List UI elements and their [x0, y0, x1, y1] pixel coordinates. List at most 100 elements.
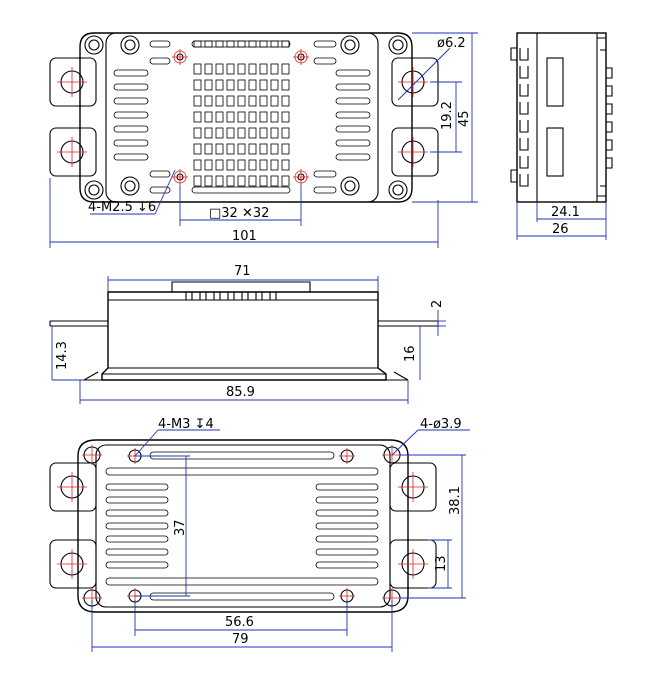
pin: [204, 175, 213, 187]
pin: [259, 63, 268, 75]
pin: [215, 40, 224, 48]
pin: [281, 175, 290, 187]
dim-d26: 26: [552, 222, 569, 237]
pin: [270, 40, 279, 48]
dim-d566: 56.6: [225, 615, 254, 630]
pin: [248, 175, 257, 187]
pin: [193, 159, 202, 171]
dim-d62: ø6.2: [437, 36, 466, 51]
pin: [193, 111, 202, 123]
pin: [226, 63, 235, 75]
pin: [237, 79, 246, 91]
pin: [204, 63, 213, 75]
pin: [193, 63, 202, 75]
pin: [226, 95, 235, 107]
pin: [281, 95, 290, 107]
pin: [259, 159, 268, 171]
pin: [270, 127, 279, 139]
dim-d2: 2: [430, 300, 445, 308]
pin: [215, 175, 224, 187]
pin: [248, 143, 257, 155]
top-dimensions: [49, 32, 478, 248]
pin: [204, 143, 213, 155]
pin: [281, 40, 290, 48]
tapped-holes: [172, 49, 309, 185]
pin: [226, 127, 235, 139]
pin: [193, 175, 202, 187]
dim-d16: 16: [403, 345, 418, 362]
pin: [270, 175, 279, 187]
pin: [237, 127, 246, 139]
top-view: ø6.2 19.2 45 4-M2.5 ↧6 □32 ✕32 101: [49, 32, 478, 248]
top-slots: [149, 40, 337, 194]
bottom-dimensions: [91, 429, 470, 652]
pin: [215, 63, 224, 75]
pin: [270, 79, 279, 91]
pin: [281, 79, 290, 91]
dim-sq32: □32 ✕32: [209, 206, 269, 221]
dim-d79: 79: [232, 632, 249, 647]
pin: [248, 40, 257, 48]
pin: [270, 95, 279, 107]
bottom-slots: [105, 451, 379, 601]
pin: [215, 111, 224, 123]
dim-d37: 37: [173, 519, 188, 536]
pin: [281, 143, 290, 155]
pin: [270, 159, 279, 171]
pin: [193, 127, 202, 139]
pin: [248, 159, 257, 171]
pin: [270, 143, 279, 155]
pin: [237, 159, 246, 171]
pin: [215, 95, 224, 107]
dim-d143: 14.3: [55, 341, 70, 370]
bottom-holes: [57, 445, 428, 608]
pin: [259, 111, 268, 123]
pin: [215, 159, 224, 171]
pin: [259, 40, 268, 48]
pin: [204, 79, 213, 91]
pin: [237, 111, 246, 123]
pin: [215, 79, 224, 91]
dim-d859: 85.9: [226, 385, 255, 400]
pin: [226, 40, 235, 48]
tab-holes-top: [57, 67, 428, 167]
pin: [237, 143, 246, 155]
side-dimensions: [516, 202, 607, 240]
dim-d381: 38.1: [448, 486, 463, 515]
pin: [248, 63, 257, 75]
pin: [226, 159, 235, 171]
pin: [237, 175, 246, 187]
dim-d39: 4-ø3.9: [420, 417, 462, 432]
pin: [281, 159, 290, 171]
pin-grid: [193, 40, 290, 187]
dim-d241: 24.1: [551, 205, 580, 220]
pin: [281, 63, 290, 75]
pin: [204, 159, 213, 171]
pin: [226, 143, 235, 155]
dim-d101: 101: [232, 229, 257, 244]
pin: [270, 111, 279, 123]
pin: [259, 143, 268, 155]
corner-holes-top: [84, 35, 408, 200]
pin: [237, 63, 246, 75]
pin: [237, 95, 246, 107]
pin: [248, 111, 257, 123]
side-slots-top: [113, 69, 371, 161]
pin: [193, 143, 202, 155]
dim-m3: 4-M3 ↧4: [158, 417, 214, 432]
pin: [259, 95, 268, 107]
front-view: 71 2 14.3 16 85.9: [49, 264, 446, 404]
pin: [204, 111, 213, 123]
pin: [226, 111, 235, 123]
pin: [259, 127, 268, 139]
pin: [237, 40, 246, 48]
bottom-view: 4-M3 ↧4 4-ø3.9 38.1 37 13 56.6 79: [49, 417, 470, 652]
pin: [281, 127, 290, 139]
dim-d192: 19.2: [440, 101, 455, 130]
pin: [248, 127, 257, 139]
pin: [248, 79, 257, 91]
dim-d13: 13: [434, 555, 449, 572]
pin: [193, 40, 202, 48]
dim-d71: 71: [234, 264, 251, 279]
dim-m25: 4-M2.5 ↧6: [88, 200, 156, 215]
